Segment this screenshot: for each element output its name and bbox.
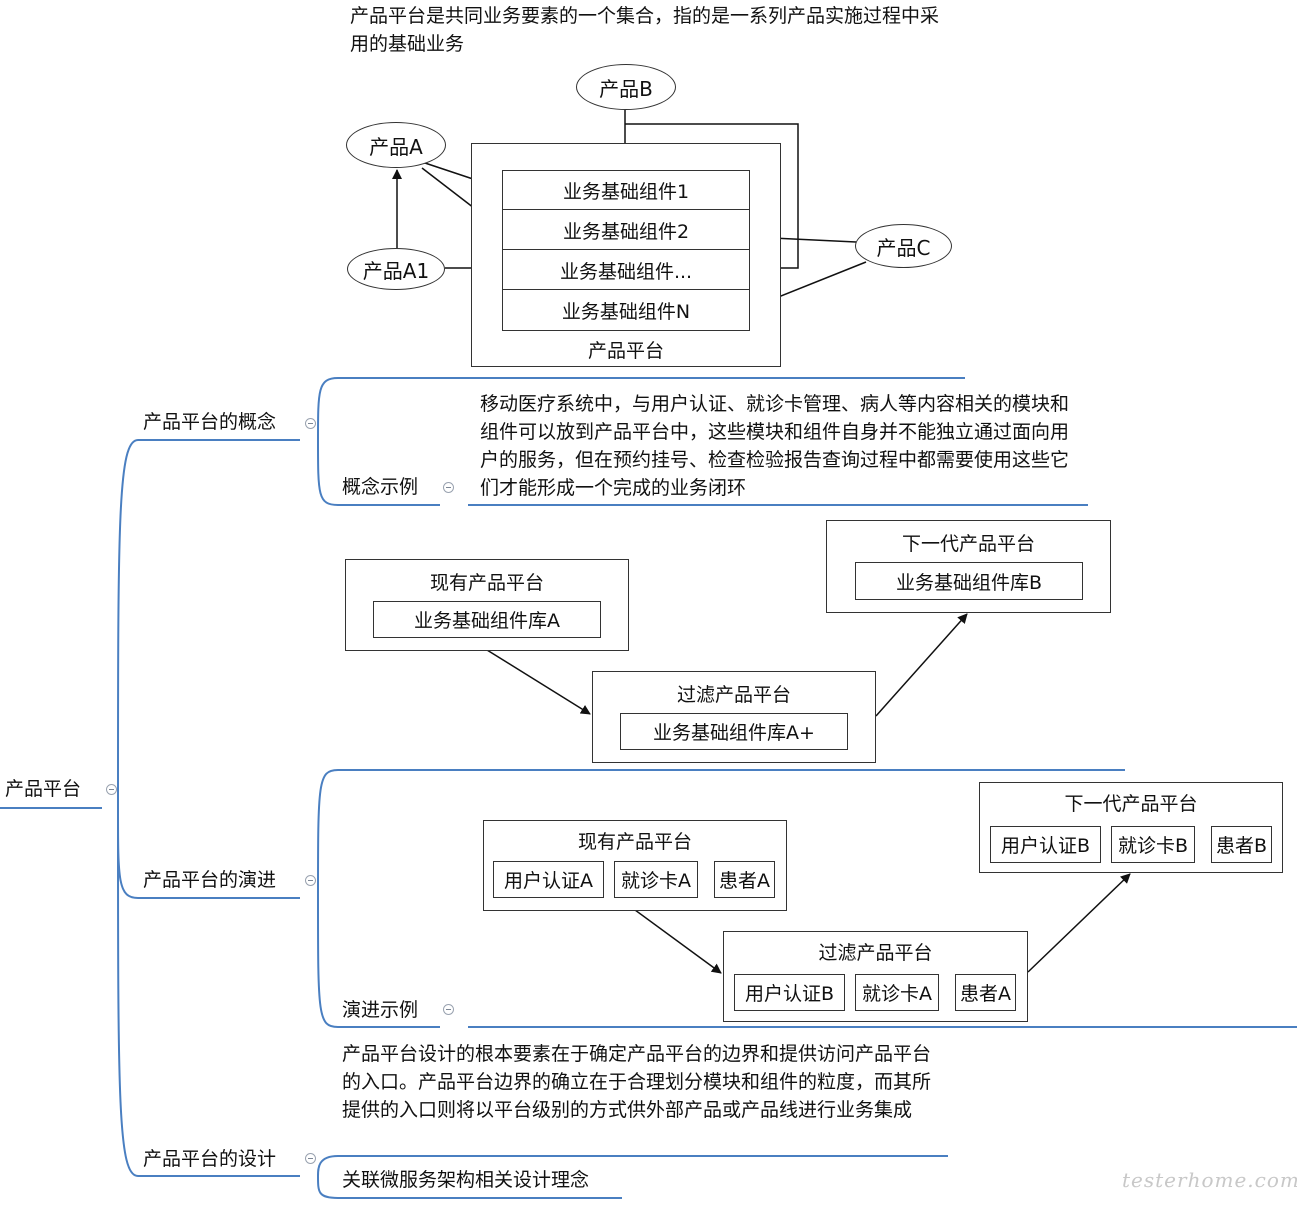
product-a-label: 产品A bbox=[369, 134, 423, 159]
filtered-item-patient: 患者A bbox=[955, 974, 1016, 1011]
next-item-auth-label: 用户认证B bbox=[1000, 835, 1091, 857]
arrow-filtered-to-next-1 bbox=[875, 613, 968, 717]
collapse-concept-icon[interactable] bbox=[305, 418, 316, 429]
product-c-label: 产品C bbox=[876, 235, 931, 260]
branch-concept-top bbox=[317, 377, 965, 441]
product-c-node: 产品C bbox=[855, 224, 952, 268]
component-1-label: 业务基础组件1 bbox=[562, 181, 690, 203]
branch-evolution-top bbox=[317, 769, 1125, 899]
existing-item-auth: 用户认证A bbox=[493, 861, 604, 898]
evolution-example-label[interactable]: 演进示例 bbox=[342, 999, 419, 1021]
platform-label: 产品平台 bbox=[587, 340, 664, 362]
collapse-evolution-icon[interactable] bbox=[305, 875, 316, 886]
filtered-item-auth-label: 用户认证B bbox=[744, 983, 835, 1005]
design-related-label[interactable]: 关联微服务架构相关设计理念 bbox=[342, 1169, 590, 1191]
next-item-auth: 用户认证B bbox=[990, 826, 1101, 863]
evolution-node-label[interactable]: 产品平台的演进 bbox=[143, 869, 277, 891]
component-n: 业务基础组件N bbox=[502, 289, 750, 331]
component-1: 业务基础组件1 bbox=[502, 170, 750, 211]
existing-item-patient-label: 患者A bbox=[719, 870, 770, 892]
branch-evolution-example bbox=[317, 897, 440, 1028]
filtered-item-patient-label: 患者A bbox=[960, 983, 1011, 1005]
filtered-item-card-label: 就诊卡A bbox=[862, 983, 932, 1005]
next-platform-title-1: 下一代产品平台 bbox=[901, 533, 1035, 555]
collapse-evolution-example-icon[interactable] bbox=[443, 1004, 454, 1015]
component-3: 业务基础组件... bbox=[502, 249, 750, 291]
design-node-label[interactable]: 产品平台的设计 bbox=[143, 1148, 277, 1170]
branch-to-design bbox=[117, 807, 300, 1177]
concept-example-text: 移动医疗系统中，与用户认证、就诊卡管理、病人等内容相关的模块和组件可以放到产品平… bbox=[480, 393, 1070, 499]
branch-concept-example bbox=[317, 439, 440, 506]
concept-example-label[interactable]: 概念示例 bbox=[342, 476, 419, 498]
collapse-design-icon[interactable] bbox=[305, 1153, 316, 1164]
component-2-label: 业务基础组件2 bbox=[562, 220, 690, 243]
existing-item-patient: 患者A bbox=[714, 861, 775, 898]
arrow-filtered-to-next-2 bbox=[1027, 873, 1131, 973]
existing-item-card: 就诊卡A bbox=[614, 861, 698, 898]
root-node-label[interactable]: 产品平台 bbox=[5, 778, 82, 800]
arrow-existing-to-filtered-2 bbox=[634, 909, 722, 974]
next-item-card: 就诊卡B bbox=[1111, 826, 1195, 863]
filtered-lib-1-label: 业务基础组件库A+ bbox=[653, 722, 815, 744]
design-text: 产品平台设计的根本要素在于确定产品平台的边界和提供访问产品平台的入口。产品平台边… bbox=[342, 1043, 932, 1121]
next-lib-1-label: 业务基础组件库B bbox=[895, 571, 1043, 594]
collapse-root-icon[interactable] bbox=[106, 784, 117, 795]
component-3-label: 业务基础组件... bbox=[559, 260, 693, 283]
existing-lib-1-label: 业务基础组件库A bbox=[414, 610, 560, 632]
existing-platform-title-1: 现有产品平台 bbox=[429, 572, 544, 594]
next-platform-title-2: 下一代产品平台 bbox=[1064, 793, 1198, 815]
existing-item-card-label: 就诊卡A bbox=[621, 870, 691, 892]
existing-platform-title-2: 现有产品平台 bbox=[577, 831, 692, 853]
next-item-card-label: 就诊卡B bbox=[1117, 835, 1189, 857]
filtered-platform-title-1: 过滤产品平台 bbox=[676, 684, 791, 706]
product-a-node: 产品A bbox=[346, 122, 446, 168]
next-item-patient: 患者B bbox=[1211, 826, 1272, 863]
product-a1-label: 产品A1 bbox=[362, 258, 430, 283]
branch-to-concept bbox=[117, 439, 300, 809]
next-lib-1: 业务基础组件库B bbox=[855, 562, 1083, 600]
filtered-item-auth: 用户认证B bbox=[734, 974, 845, 1011]
component-2: 业务基础组件2 bbox=[502, 209, 750, 251]
watermark: testerhome.com bbox=[1122, 1168, 1297, 1192]
branch-design-related bbox=[317, 1175, 622, 1199]
product-a1-node: 产品A1 bbox=[347, 248, 445, 290]
filtered-lib-1: 业务基础组件库A+ bbox=[620, 713, 848, 750]
existing-lib-1: 业务基础组件库A bbox=[373, 601, 601, 638]
collapse-concept-example-icon[interactable] bbox=[443, 482, 454, 493]
next-item-patient-label: 患者B bbox=[1215, 835, 1268, 857]
product-b-label: 产品B bbox=[599, 76, 653, 101]
product-b-node: 产品B bbox=[576, 64, 676, 110]
branch-design-text bbox=[317, 1155, 948, 1177]
top-caption: 产品平台是共同业务要素的一个集合，指的是一系列产品实施过程中采用的基础业务 bbox=[350, 5, 940, 55]
filtered-item-card: 就诊卡A bbox=[855, 974, 939, 1011]
concept-node-label[interactable]: 产品平台的概念 bbox=[143, 411, 277, 433]
filtered-platform-title-2: 过滤产品平台 bbox=[818, 942, 933, 964]
component-n-label: 业务基础组件N bbox=[561, 300, 691, 323]
arrow-existing-to-filtered-1 bbox=[486, 649, 591, 715]
existing-item-auth-label: 用户认证A bbox=[504, 870, 593, 892]
